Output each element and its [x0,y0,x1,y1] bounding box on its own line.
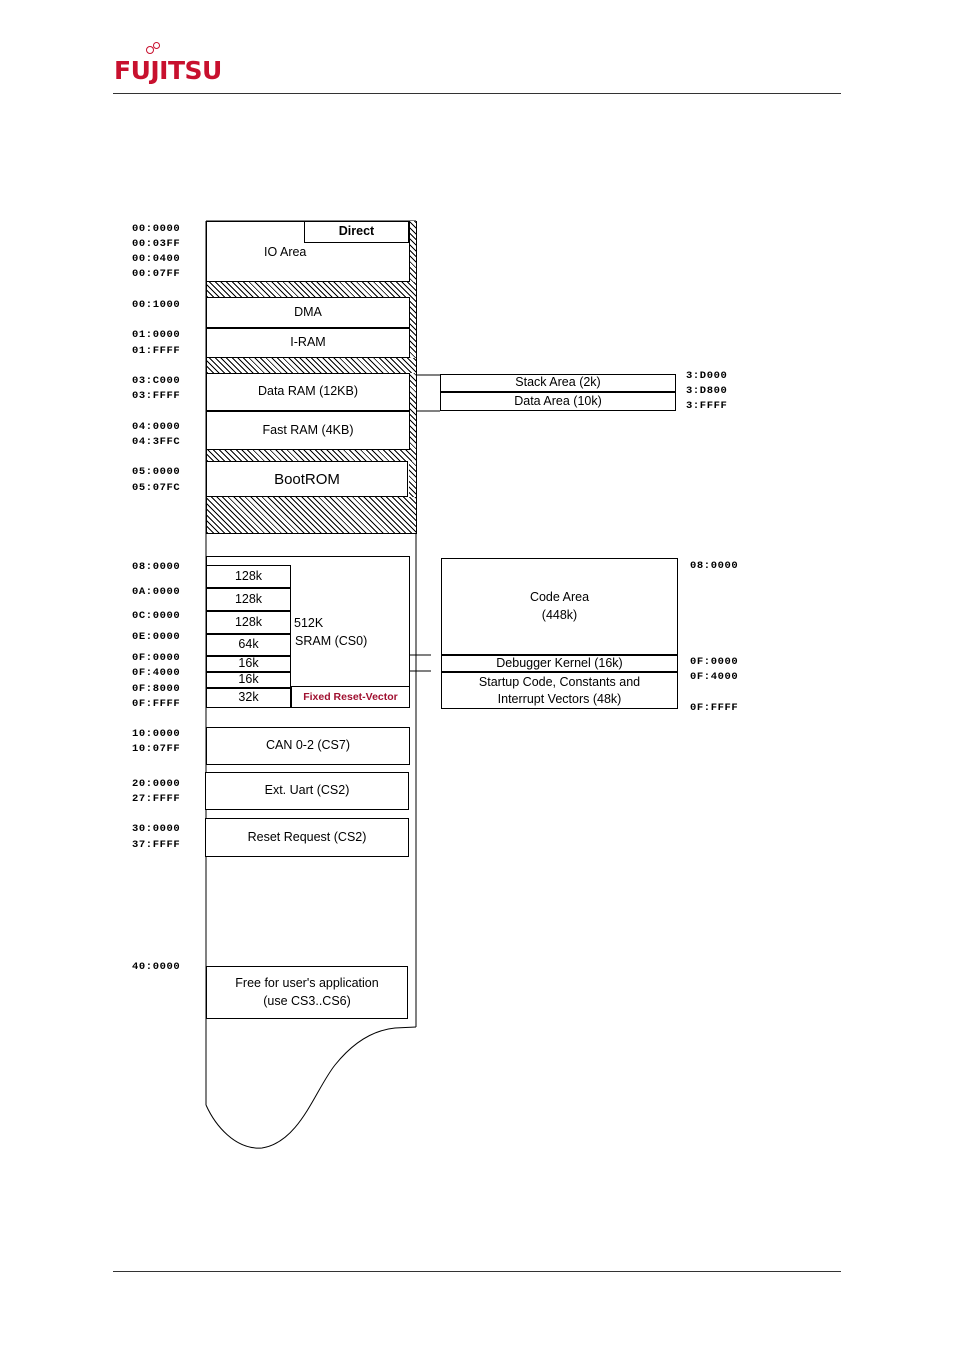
startup-code-block: Startup Code, Constants and Interrupt Ve… [441,672,678,709]
address-label: 03:C000 [132,375,181,387]
sram-sub-block: 128k [206,588,291,611]
direct-block: Direct [304,221,409,243]
debugger-kernel-block: Debugger Kernel (16k) [441,655,678,672]
address-label: 0E:0000 [132,631,181,643]
address-label: 40:0000 [132,961,181,973]
reserved-region [206,282,417,297]
iram-block: I-RAM [206,328,410,358]
startup-code-line1: Startup Code, Constants and [478,674,641,689]
footer-rule [113,1271,841,1272]
detail-address-label: 3:D800 [686,385,728,397]
free-user-label-line1: Free for user's application [235,976,379,990]
address-label: 27:FFFF [132,793,181,805]
fujitsu-logo: FUJITSU [114,56,222,85]
sram-sub-label: 128k [234,568,263,583]
detail-address-label: 3:D000 [686,370,728,382]
header-rule [113,93,841,94]
address-label: 0F:0000 [132,652,181,664]
sram-sub-label: 128k [234,614,263,629]
dma-label: DMA [294,304,322,319]
fixed-reset-vector-label: Fixed Reset-Vector [303,690,398,703]
can-label: CAN 0-2 (CS7) [265,738,351,753]
address-label: 37:FFFF [132,839,181,851]
sram-sub-block: 128k [206,565,291,588]
code-area-size: (448k) [541,607,578,622]
address-label: 03:FFFF [132,390,181,402]
code-area-block: Code Area (448k) [441,558,678,655]
address-label: 04:3FFC [132,436,181,448]
sram-sub-block: 32k [206,688,291,708]
sram-sub-label: 32k [238,690,259,705]
free-user-block: Free for user's application (use CS3..CS… [206,966,408,1019]
sram-size-label: 512K [294,616,324,630]
direct-label: Direct [338,224,375,239]
sram-sub-block: 16k [206,656,291,672]
address-label: 04:0000 [132,421,181,433]
reserved-region [206,358,417,373]
io-area-label: IO Area [264,245,307,259]
code-address-label: 0F:FFFF [690,702,739,714]
iram-label: I-RAM [290,335,326,350]
address-label: 10:07FF [132,743,181,755]
reserved-region [206,497,417,534]
sram-sub-label: 16k [238,656,259,671]
address-label: 05:0000 [132,466,181,478]
address-label: 00:07FF [132,268,181,280]
reserved-region [206,450,417,461]
address-label: 00:1000 [132,299,181,311]
address-label: 00:03FF [132,238,181,250]
stack-area-block: Stack Area (2k) [440,374,676,392]
bootrom-label: BootROM [274,470,340,488]
code-address-label: 0F:0000 [690,656,739,668]
address-label: 0F:4000 [132,667,181,679]
address-label: 01:0000 [132,329,181,341]
reset-request-label: Reset Request (CS2) [247,829,367,844]
address-label: 30:0000 [132,823,181,835]
sram-cs-label: SRAM (CS0) [295,634,368,648]
fast-ram-label: Fast RAM (4KB) [262,422,354,437]
fast-ram-block: Fast RAM (4KB) [206,411,410,450]
code-address-label: 0F:4000 [690,671,739,683]
address-label: 08:0000 [132,561,181,573]
address-label: 01:FFFF [132,345,181,357]
address-label: 20:0000 [132,778,181,790]
detail-address-label: 3:FFFF [686,400,728,412]
data-area-label: Data Area (10k) [514,393,602,408]
sram-sub-label: 128k [234,591,263,606]
address-label: 00:0400 [132,253,181,265]
stack-area-label: Stack Area (2k) [515,375,601,390]
address-label: 0A:0000 [132,586,181,598]
data-area-block: Data Area (10k) [440,392,676,411]
bootrom-block: BootROM [206,461,408,497]
code-area-label: Code Area [529,590,590,604]
logo-ring-icon [146,46,154,54]
fixed-reset-vector-block: Fixed Reset-Vector [291,686,410,708]
data-ram-block: Data RAM (12KB) [206,373,410,411]
sram-sub-label: 64k [238,637,259,652]
startup-code-line2: Interrupt Vectors (48k) [497,691,622,706]
address-label: 00:0000 [132,223,181,235]
address-label: 0F:FFFF [132,698,181,710]
ext-uart-label: Ext. Uart (CS2) [264,783,350,798]
debugger-kernel-label: Debugger Kernel (16k) [496,655,623,670]
address-label: 0C:0000 [132,610,181,622]
reset-request-block: Reset Request (CS2) [205,818,409,857]
address-label: 05:07FC [132,482,181,494]
sram-sub-block: 64k [206,634,291,656]
reserved-region [409,221,417,533]
data-ram-label: Data RAM (12KB) [257,384,359,399]
code-address-label: 08:0000 [690,560,739,572]
sram-sub-block: 16k [206,672,291,688]
dma-block: DMA [206,297,410,328]
sram-sub-label: 16k [238,672,259,687]
address-label: 0F:8000 [132,683,181,695]
free-user-label-line2: (use CS3..CS6) [263,993,351,1008]
can-block: CAN 0-2 (CS7) [206,727,410,765]
ext-uart-block: Ext. Uart (CS2) [205,772,409,810]
logo-ring-small-icon [153,42,160,49]
sram-sub-block: 128k [206,611,291,634]
address-label: 10:0000 [132,728,181,740]
